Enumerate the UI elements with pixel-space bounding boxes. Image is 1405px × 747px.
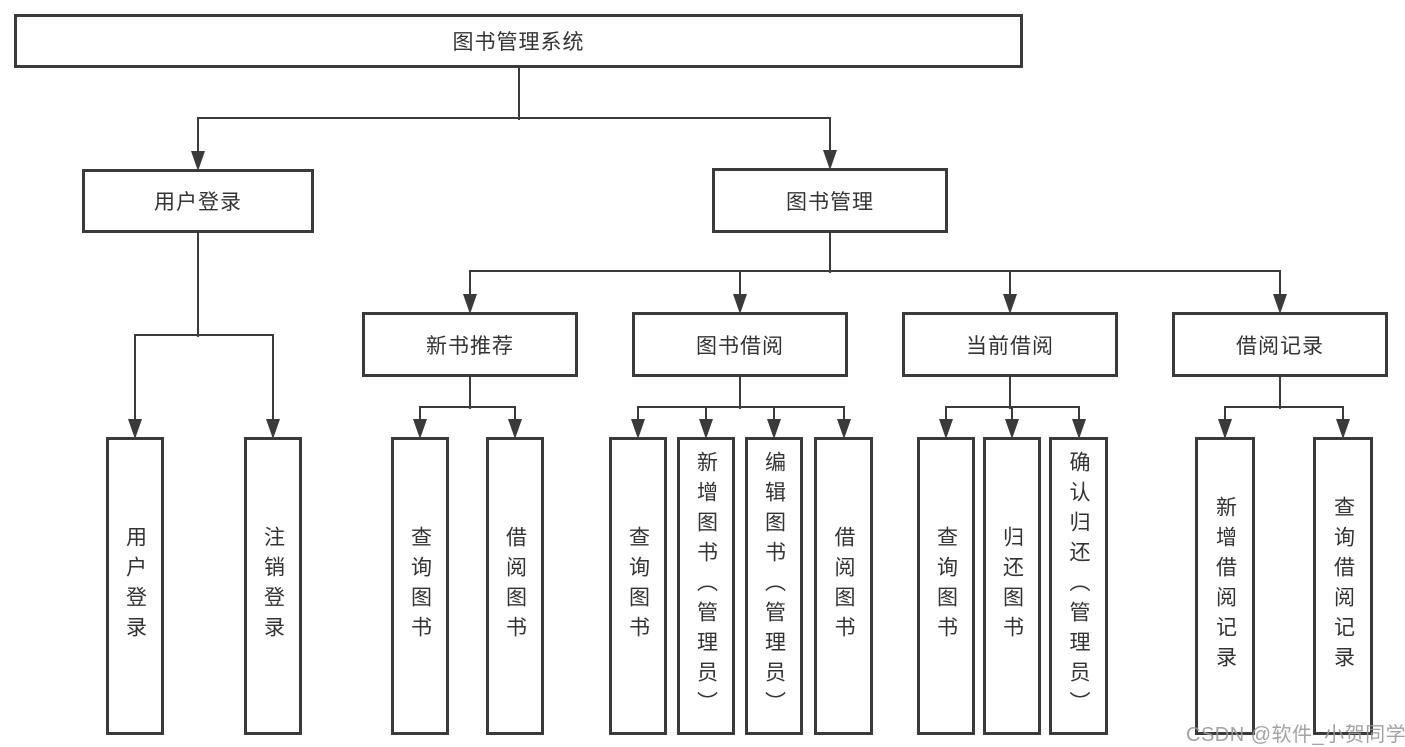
connector-segment (514, 407, 516, 419)
node-label-user-login: 用户登录 (123, 526, 147, 646)
connector-segment (1011, 407, 1013, 419)
node-user-login: 用户登录 (106, 437, 164, 735)
arrowhead-icon (733, 294, 747, 314)
connector-segment (469, 270, 1281, 272)
connector-segment (1009, 377, 1011, 409)
arrowhead-icon (1336, 419, 1350, 439)
arrowhead-icon (939, 419, 953, 439)
connector-segment (469, 377, 471, 409)
node-query-books-cb: 查询图书 (917, 437, 975, 735)
node-edit-books: 编辑图书（管理员） (745, 437, 803, 735)
connector-segment (134, 334, 274, 336)
node-new-book-rec: 新书推荐 (362, 312, 578, 377)
connector-segment (705, 407, 707, 419)
node-label-return-books: 归还图书 (1000, 526, 1024, 646)
node-query-books-bb: 查询图书 (609, 437, 667, 735)
connector-segment (272, 335, 274, 419)
connector-segment (197, 117, 831, 119)
arrowhead-icon (631, 419, 645, 439)
node-borrow-books-nbr: 借阅图书 (486, 437, 544, 735)
connector-segment (637, 406, 845, 408)
connector-segment (1078, 407, 1080, 419)
node-borrow-records: 借阅记录 (1172, 312, 1388, 377)
connector-segment (843, 407, 845, 419)
connector-segment (829, 118, 831, 150)
watermark: CSDN @软件_小贺同学 (1186, 724, 1405, 746)
arrowhead-icon (508, 419, 522, 439)
node-label-logout: 注销登录 (261, 526, 285, 646)
arrowhead-icon (699, 419, 713, 439)
node-label-borrow-books-nbr: 借阅图书 (503, 526, 527, 646)
node-current-borrow: 当前借阅 (902, 312, 1118, 377)
node-label-add-books: 新增图书（管理员） (694, 451, 718, 721)
connector-segment (1342, 407, 1344, 419)
connector-segment (773, 407, 775, 419)
connector-segment (419, 406, 516, 408)
connector-segment (739, 377, 741, 409)
node-book-mgmt: 图书管理 (712, 168, 948, 233)
node-return-books: 归还图书 (983, 437, 1041, 735)
arrowhead-icon (837, 419, 851, 439)
node-label-query-books-bb: 查询图书 (626, 526, 650, 646)
connector-segment (469, 271, 471, 294)
node-add-books: 新增图书（管理员） (677, 437, 735, 735)
arrowhead-icon (767, 419, 781, 439)
arrowhead-icon (1072, 419, 1086, 439)
node-borrow-books-bb: 借阅图书 (814, 437, 873, 735)
connector-segment (518, 68, 520, 120)
node-query-borrow-record: 查询借阅记录 (1313, 437, 1373, 735)
connector-segment (945, 407, 947, 419)
connector-segment (197, 118, 199, 151)
connector-segment (419, 407, 421, 419)
node-system: 图书管理系统 (14, 14, 1023, 68)
connector-segment (1009, 271, 1011, 294)
arrowhead-icon (266, 419, 280, 439)
node-add-borrow-record: 新增借阅记录 (1195, 437, 1255, 735)
node-label-edit-books: 编辑图书（管理员） (762, 451, 786, 721)
arrowhead-icon (823, 150, 837, 170)
arrowhead-icon (1273, 294, 1287, 314)
connector-segment (1279, 271, 1281, 294)
arrowhead-icon (191, 151, 205, 171)
arrowhead-icon (128, 419, 142, 439)
connector-segment (1279, 377, 1281, 409)
connector-segment (1224, 407, 1226, 419)
connector-segment (134, 335, 136, 419)
arrowhead-icon (463, 294, 477, 314)
node-label-borrow-books-bb: 借阅图书 (832, 526, 855, 646)
arrowhead-icon (1003, 294, 1017, 314)
connector-segment (637, 407, 639, 419)
arrowhead-icon (413, 419, 427, 439)
arrowhead-icon (1005, 419, 1019, 439)
node-user-login-group: 用户登录 (82, 169, 314, 233)
node-logout: 注销登录 (244, 437, 302, 735)
connector-segment (739, 271, 741, 294)
node-confirm-return: 确认归还（管理员） (1049, 437, 1108, 735)
connector-segment (829, 233, 831, 273)
node-label-query-books-nbr: 查询图书 (408, 526, 432, 646)
node-book-borrow: 图书借阅 (632, 312, 848, 377)
node-label-confirm-return: 确认归还（管理员） (1067, 451, 1090, 721)
node-label-query-borrow-record: 查询借阅记录 (1331, 496, 1355, 676)
node-label-query-books-cb: 查询图书 (934, 526, 958, 646)
node-label-add-borrow-record: 新增借阅记录 (1213, 496, 1237, 676)
arrowhead-icon (1218, 419, 1232, 439)
connector-segment (197, 233, 199, 337)
connector-segment (1224, 406, 1344, 408)
node-query-books-nbr: 查询图书 (391, 437, 449, 735)
